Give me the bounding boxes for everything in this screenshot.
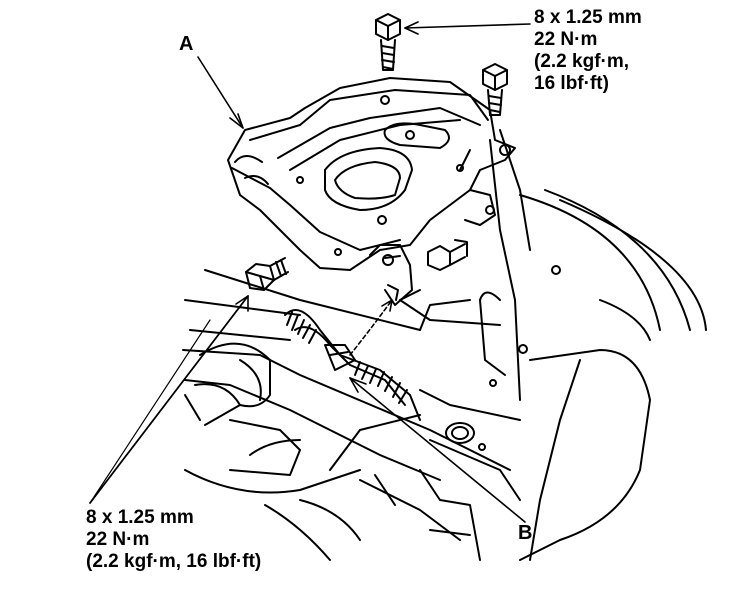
bottom-torque-nm: 22 N·m <box>86 529 150 550</box>
bolt-top-left <box>375 13 401 71</box>
bottom-torque-kgf-lbf: (2.2 kgf·m, 16 lbf·ft) <box>86 551 262 572</box>
bottom-bolt-size: 8 x 1.25 mm <box>86 507 194 528</box>
bolt-left <box>245 257 289 291</box>
bracket-a <box>227 77 516 306</box>
top-torque-kgf: (2.2 kgf·m, <box>534 51 630 72</box>
label-a: A <box>179 33 194 55</box>
wire-harness <box>284 309 421 421</box>
frame-body <box>182 129 707 561</box>
top-torque-lbf: 16 lbf·ft) <box>534 73 609 94</box>
label-b: B <box>518 522 533 544</box>
leader-lines <box>89 21 531 523</box>
bottom-torque-spec: 8 x 1.25 mm 22 N·m (2.2 kgf·m, 16 lbf·ft… <box>86 507 261 573</box>
bolt-top-right <box>482 63 508 116</box>
bolt-right-side <box>427 239 468 271</box>
top-torque-spec: 8 x 1.25 mm 22 N·m (2.2 kgf·m, 16 lbf·ft… <box>534 7 642 95</box>
top-torque-nm: 22 N·m <box>534 29 598 50</box>
top-bolt-size: 8 x 1.25 mm <box>534 7 642 28</box>
